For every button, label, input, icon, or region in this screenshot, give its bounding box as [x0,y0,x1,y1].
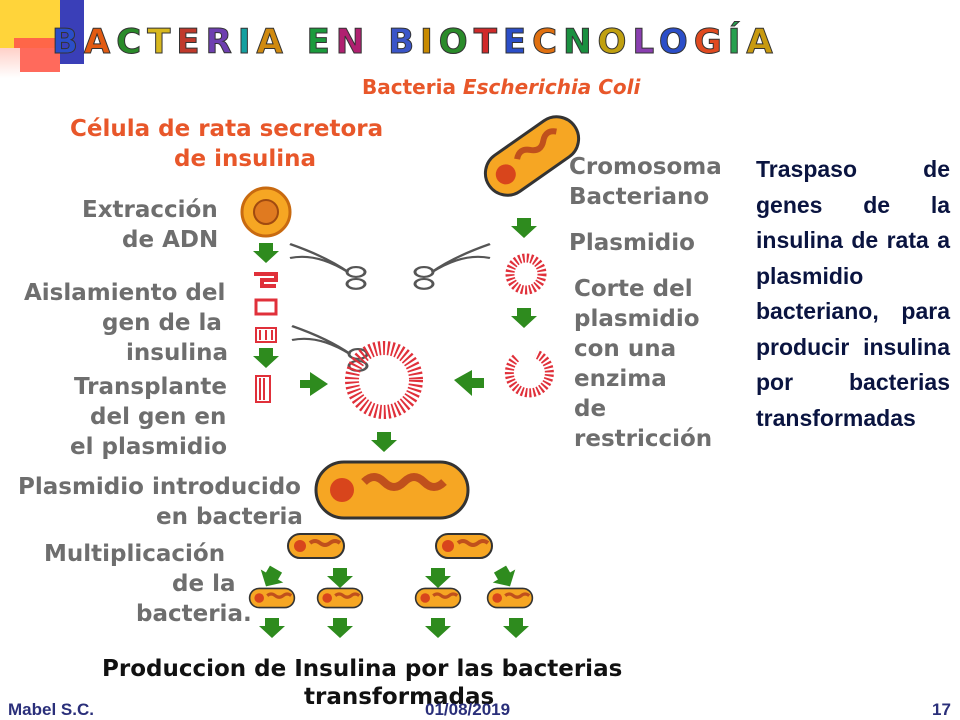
cut-label-3: con una [574,336,676,362]
daughter-bacterium-icon [316,586,364,610]
title-letter: R [205,22,238,63]
title-letter: T [147,22,177,63]
title-letter: B [388,22,421,63]
cut-label-4: enzima [574,366,667,392]
chromosome-label: Cromosoma [569,154,722,180]
title-letter: A [83,22,117,63]
slide-title: BACTERIA EN BIOTECNOLOGÍA [52,22,932,64]
title-letter: I [420,22,439,63]
title-letter: I [237,22,257,63]
step-isolation-label-3: insulina [126,340,228,366]
title-letter: T [473,22,503,63]
page-number: 17 [932,700,951,719]
title-letter: N [335,22,371,63]
bacterium-top-icon [483,115,581,197]
title-letter: C [116,22,148,63]
scissors-icon-1 [288,242,367,291]
footer-date: 01/08/2019 [425,700,511,719]
decor-fade [0,48,20,78]
step-transplant-label-3: el plasmidio [70,434,227,460]
step-introduced-label-2: en bacteria [156,504,303,530]
plasmid-label: Plasmidio [569,230,695,256]
step-multiplication-label: Multiplicación [44,541,225,567]
diagram-header: Bacteria Escherichia Coli [362,75,642,99]
step-transplant-label-2: del gen en [90,404,226,430]
cut-label-6: restricción [574,426,712,452]
title-letter: A [746,22,779,63]
gene-fragment-icon [254,272,278,403]
title-letter: E [176,22,206,63]
step-isolation-label: Aislamiento del [24,280,225,306]
step-multiplication-label-3: bacteria. [136,601,252,627]
chromosome-label-2: Bacteriano [569,184,709,210]
title-letter: C [532,22,564,63]
title-letter: G [693,22,728,63]
decor-red-square [14,38,60,72]
cut-plasmid-icon [504,349,554,398]
daughter-bacterium-icon [248,586,296,610]
diagram-figure: Bacteria Escherichia Coli Célula de rata… [18,75,722,710]
title-letter: E [306,22,336,63]
recombinant-plasmid-icon [345,341,423,419]
plasmid-icon [505,253,547,295]
decor-blue-bar [60,0,84,64]
title-letter: O [438,22,474,63]
side-description: Traspaso de genes de la insulina de rata… [756,156,950,431]
title-letter [289,22,307,62]
production-label: Produccion de Insulina por las bacterias [102,656,622,682]
title-letter: L [632,22,659,63]
daughter-bacterium-icon [286,532,346,560]
rat-cell-label: Célula de rata secretora [70,116,383,142]
title-letter [370,22,388,62]
step-transplant-label: Transplante [74,374,227,400]
cut-label-5: de [574,396,606,422]
arrow-icon [253,218,537,638]
step-introduced-label: Plasmidio introducido [18,474,301,500]
scissors-icon-2 [413,242,492,291]
scissors-icon-3 [290,324,369,373]
rat-cell-icon [240,186,292,238]
daughter-bacterium-icon [486,586,535,610]
daughter-bacterium-icon [414,586,462,610]
cut-label: Corte del [574,276,693,302]
cut-label-2: plasmidio [574,306,700,332]
title-letter: N [563,22,598,63]
title-letter: Í [727,22,747,63]
transformed-bacterium-icon [314,460,470,520]
footer-author: Mabel S.C. [8,700,94,719]
step-isolation-label-2: gen de la [102,310,222,336]
step-multiplication-label-2: de la [172,571,235,597]
step-extraction-label: Extracción [82,197,218,223]
title-letter: E [502,22,533,63]
daughter-bacterium-icon [434,532,494,560]
production-label-2: transformadas [304,684,494,710]
title-letter: O [597,22,633,63]
rat-cell-label-2: de insulina [174,146,316,172]
title-letter: B [52,22,84,63]
title-letter: O [658,22,694,63]
step-extraction-label-2: de ADN [122,227,218,253]
title-letter: A [256,22,289,63]
